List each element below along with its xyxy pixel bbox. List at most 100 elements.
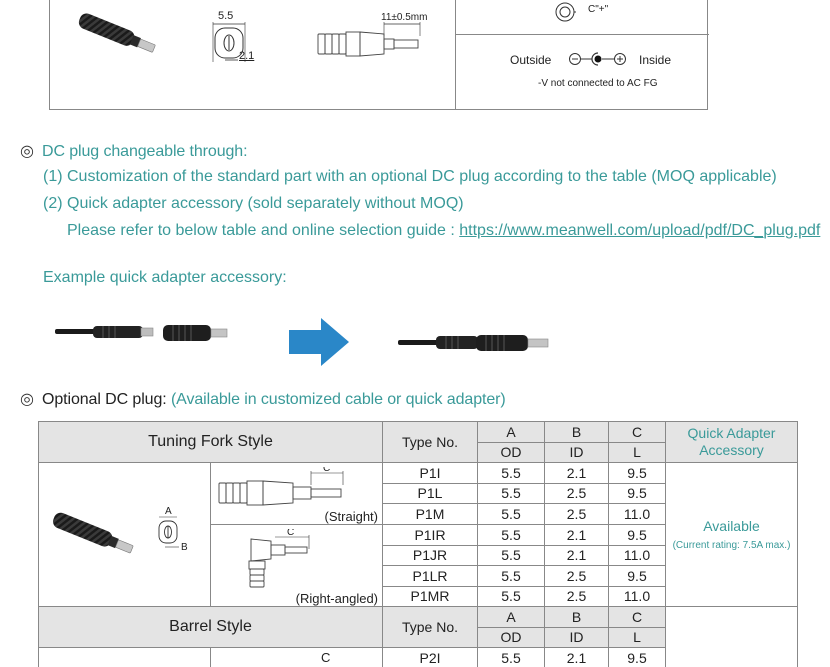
barrel-drawing-cell: C xyxy=(210,647,383,667)
barrel-quick-adapter-cell xyxy=(665,606,798,667)
connector-spec-box: 5.5 2.1 11±0.5mm C"+" Outside xyxy=(49,0,709,110)
col-a-header: A xyxy=(477,421,545,443)
right-angled-plug-cell: C (Right-angled) xyxy=(210,523,383,607)
straight-label: (Straight) xyxy=(324,508,378,524)
rating-text: (Current rating: 7.5A max.) xyxy=(672,540,791,551)
l-cell: 11.0 xyxy=(608,503,666,525)
type-no-header: Type No. xyxy=(382,606,478,648)
col-id-header: ID xyxy=(544,626,609,648)
col-c-header: C xyxy=(608,421,666,443)
label-a: A xyxy=(165,506,172,517)
type-cell: P1I xyxy=(382,462,478,484)
col-a-header: A xyxy=(477,606,545,628)
table-row: P1JR 5.5 2.1 11.0 xyxy=(39,544,798,566)
divider-vertical xyxy=(455,0,456,110)
example-title: Example quick adapter accessory: xyxy=(43,269,287,286)
col-od-header: OD xyxy=(477,626,545,648)
col-l-header: L xyxy=(608,441,666,463)
l-cell: 11.0 xyxy=(608,585,666,607)
type-cell: P1MR xyxy=(382,585,478,607)
table-row: C (Right-angled) P1IR 5.5 2.1 9.5 xyxy=(39,523,798,607)
straight-plug-drawing-icon: C xyxy=(218,467,344,506)
col-l-header: L xyxy=(608,626,666,648)
table-row: A B C (Straight) P xyxy=(38,462,798,607)
divider-horizontal xyxy=(455,34,709,35)
od-cell: 5.5 xyxy=(477,503,545,525)
l-cell: 9.5 xyxy=(608,565,666,587)
arrow-right-icon xyxy=(289,318,349,366)
l-cell: 9.5 xyxy=(608,523,666,546)
id-cell: 2.1 xyxy=(544,544,609,566)
tuning-fork-plug-icon: A B xyxy=(52,506,188,554)
type-cell: P1LR xyxy=(382,565,478,587)
dc-plug-photo-icon xyxy=(78,13,156,53)
plug-and-adapter-photo-icon xyxy=(55,325,228,341)
tuning-fork-header: Tuning Fork Style xyxy=(38,421,383,463)
od-cell: 5.5 xyxy=(477,482,545,504)
refer-text: Please refer to below table and online s… xyxy=(67,222,455,239)
straight-plug-cell: C (Straight) xyxy=(210,462,383,525)
optional-dc-plug-title: ◎Optional DC plug: (Available in customi… xyxy=(20,389,506,409)
id-cell: 2.5 xyxy=(544,585,609,607)
right-angled-label: (Right-angled) xyxy=(295,591,378,606)
type-cell: P1L xyxy=(382,482,478,504)
l-cell: 11.0 xyxy=(608,544,666,566)
plug-front-view-icon xyxy=(212,22,246,62)
available-text: Available xyxy=(703,518,760,534)
polarity-center-icon xyxy=(555,2,576,22)
l-cell: 9.5 xyxy=(608,647,666,667)
dim-length: 11±0.5mm xyxy=(381,12,428,23)
dc-plug-guide-link[interactable]: https://www.meanwell.com/upload/pdf/DC_p… xyxy=(459,222,821,239)
od-cell: 5.5 xyxy=(477,544,545,566)
col-id-header: ID xyxy=(544,441,609,463)
col-od-header: OD xyxy=(477,441,545,463)
c-plus-label: C"+" xyxy=(588,4,609,15)
id-cell: 2.5 xyxy=(544,482,609,504)
plug-with-adapter-photo-icon xyxy=(398,335,549,351)
barrel-image-cell xyxy=(38,647,211,667)
dim-id: 2.1 xyxy=(239,50,255,62)
id-cell: 2.5 xyxy=(544,503,609,525)
type-cell: P1JR xyxy=(382,544,478,566)
dc-plug-changeable-title: ◎ DC plug changeable through: xyxy=(20,141,248,161)
dc-plug-table: Tuning Fork Style Type No. A B C Quick A… xyxy=(38,421,798,667)
option-1-text: (1) Customization of the standard part w… xyxy=(43,168,777,185)
plug-side-view-icon xyxy=(317,22,421,57)
inside-label: Inside xyxy=(639,53,672,67)
table-row: P1M 5.5 2.5 11.0 xyxy=(39,503,798,525)
right-angled-plug-drawing-icon: C xyxy=(248,529,310,587)
fg-note: -V not connected to AC FG xyxy=(538,78,658,89)
type-cell: P1IR xyxy=(382,523,478,546)
l-cell: 9.5 xyxy=(608,462,666,484)
dc-title-text: DC plug changeable through: xyxy=(42,143,248,160)
od-cell: 5.5 xyxy=(477,523,545,546)
table-row: P1LR 5.5 2.5 9.5 xyxy=(39,565,798,587)
bullet-icon: ◎ xyxy=(20,143,34,160)
label-c: C xyxy=(287,529,294,538)
id-cell: 2.5 xyxy=(544,565,609,587)
od-cell: 5.5 xyxy=(477,462,545,484)
od-cell: 5.5 xyxy=(477,565,545,587)
optional-title-text: Optional DC plug: xyxy=(42,391,167,408)
outside-label: Outside xyxy=(510,53,552,67)
label-c: C xyxy=(323,467,330,474)
quick-adapter-header: Quick Adapter Accessory xyxy=(665,421,798,463)
type-no-header: Type No. xyxy=(382,421,478,463)
l-cell: 9.5 xyxy=(608,482,666,504)
refer-line: Please refer to below table and online s… xyxy=(67,222,820,240)
id-cell: 2.1 xyxy=(544,462,609,484)
col-b-header: B xyxy=(544,421,609,443)
label-b: B xyxy=(181,542,188,553)
type-cell: P1M xyxy=(382,503,478,525)
type-cell: P2I xyxy=(382,647,478,667)
table-row: P1L 5.5 2.5 9.5 xyxy=(39,482,798,504)
table-row: P1MR 5.5 2.5 11.0 xyxy=(39,585,798,607)
label-c: C xyxy=(321,650,331,666)
od-cell: 5.5 xyxy=(477,585,545,607)
dim-od: 5.5 xyxy=(218,10,234,22)
id-cell: 2.1 xyxy=(544,523,609,546)
table-row: C P2I 5.5 2.1 9.5 xyxy=(38,647,798,667)
od-cell: 5.5 xyxy=(477,647,545,667)
available-cell: Available (Current rating: 7.5A max.) xyxy=(665,462,798,607)
col-c-header: C xyxy=(608,606,666,628)
